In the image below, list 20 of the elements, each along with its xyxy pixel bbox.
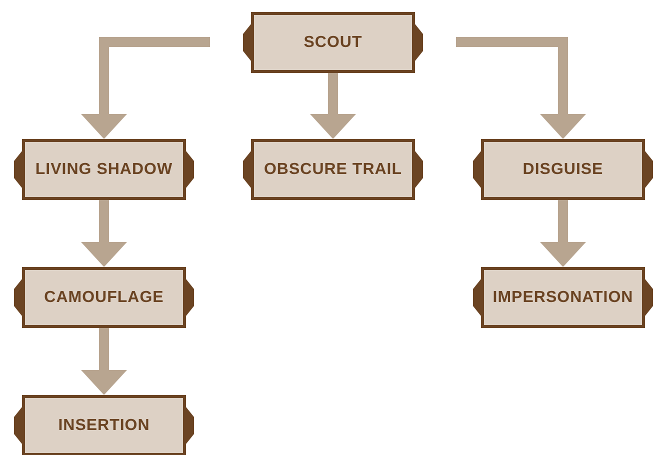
box-label: LIVING SHADOW (35, 161, 173, 178)
process-box (243, 12, 423, 73)
process-box (473, 139, 653, 200)
process-box (243, 139, 423, 200)
arrow (81, 328, 127, 395)
box-label: DISGUISE (522, 161, 604, 178)
process-box (473, 267, 653, 328)
arrow (81, 37, 210, 139)
process-box (14, 139, 194, 200)
box-label: INSERTION (58, 417, 150, 434)
arrow (456, 37, 586, 139)
process-box (14, 267, 194, 328)
box-label: OBSCURE TRAIL (264, 161, 402, 178)
box-label: IMPERSONATION (492, 289, 634, 306)
box-label: SCOUT (304, 34, 362, 51)
arrow (310, 73, 356, 139)
process-box (14, 395, 194, 455)
box-label: CAMOUFLAGE (44, 289, 164, 306)
arrow (540, 200, 586, 267)
arrow (81, 200, 127, 267)
